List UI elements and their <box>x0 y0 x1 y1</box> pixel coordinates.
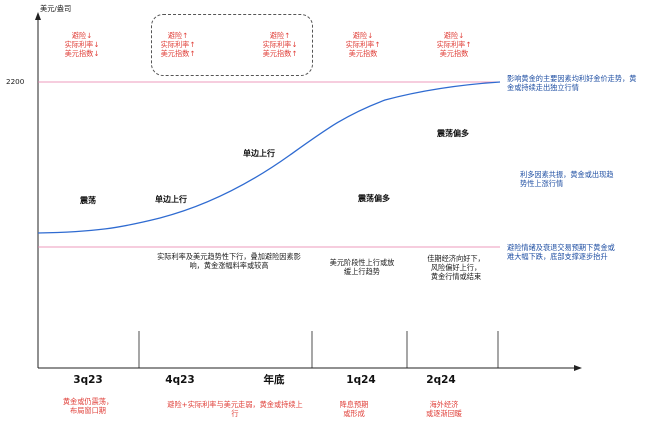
top-factor-label: 避险↑ 实际利率↓ 美元指数↑ <box>262 31 298 58</box>
period-label: 2q24 <box>426 374 456 386</box>
period-label: 4q23 <box>165 374 195 386</box>
top-factor-label: 避险↓ 实际利率↓ 美元指数↓ <box>64 31 100 58</box>
bottom-note: 降息预期 或形成 <box>339 400 369 418</box>
right-note: 利多因素共振，黄金或出现趋 势性上涨行情 <box>520 170 614 188</box>
period-label: 1q24 <box>346 374 376 386</box>
bottom-note: 黄金或仍震荡， 布局窗口期 <box>62 397 114 415</box>
highlight-box <box>151 14 313 76</box>
y-axis-arrow <box>35 12 41 20</box>
y-axis-unit-label: 美元/盎司 <box>40 4 72 13</box>
x-axis-arrow <box>574 365 582 371</box>
mid-note: 美元阶段性上行或放 缓上行趋势 <box>329 258 395 276</box>
period-label: 年底 <box>263 374 285 386</box>
top-factor-label: 避险↓ 实际利率↑ 美元指数 <box>345 31 381 58</box>
top-factor-label: 避险↑ 实际利率↑ 美元指数↑ <box>160 31 196 58</box>
phase-label: 单边上行 <box>155 195 187 204</box>
period-label: 3q23 <box>73 374 103 386</box>
y-axis-tick-label: 2200 <box>6 77 25 86</box>
right-note: 影响黄金的主要因素均利好金价走势，黄 金或持续走出独立行情 <box>507 74 637 92</box>
phase-label: 震荡偏多 <box>358 194 390 203</box>
gold-price-curve <box>37 81 501 234</box>
right-note: 避险情绪及衰退交易预期下黄金或 难大幅下跌，底部支撑逐步抬升 <box>507 243 615 261</box>
mid-note: 实际利率及美元趋势性下行，叠加避险因素影 响，黄金涨幅料率或较高 <box>157 252 301 270</box>
mid-note: 佳期经济向好下， 风险偏好上行， 黄金行情或结束 <box>427 254 485 281</box>
bottom-note: 海外经济 或逐渐回暖 <box>426 400 462 418</box>
phase-label: 单边上行 <box>243 149 275 158</box>
top-factor-label: 避险↓ 实际利率↑ 美元指数 <box>436 31 472 58</box>
phase-label: 震荡偏多 <box>437 129 469 138</box>
phase-label: 震荡 <box>80 196 96 205</box>
bottom-note: 避险+实际利率与美元走弱，黄金或持续上 行 <box>167 400 303 418</box>
